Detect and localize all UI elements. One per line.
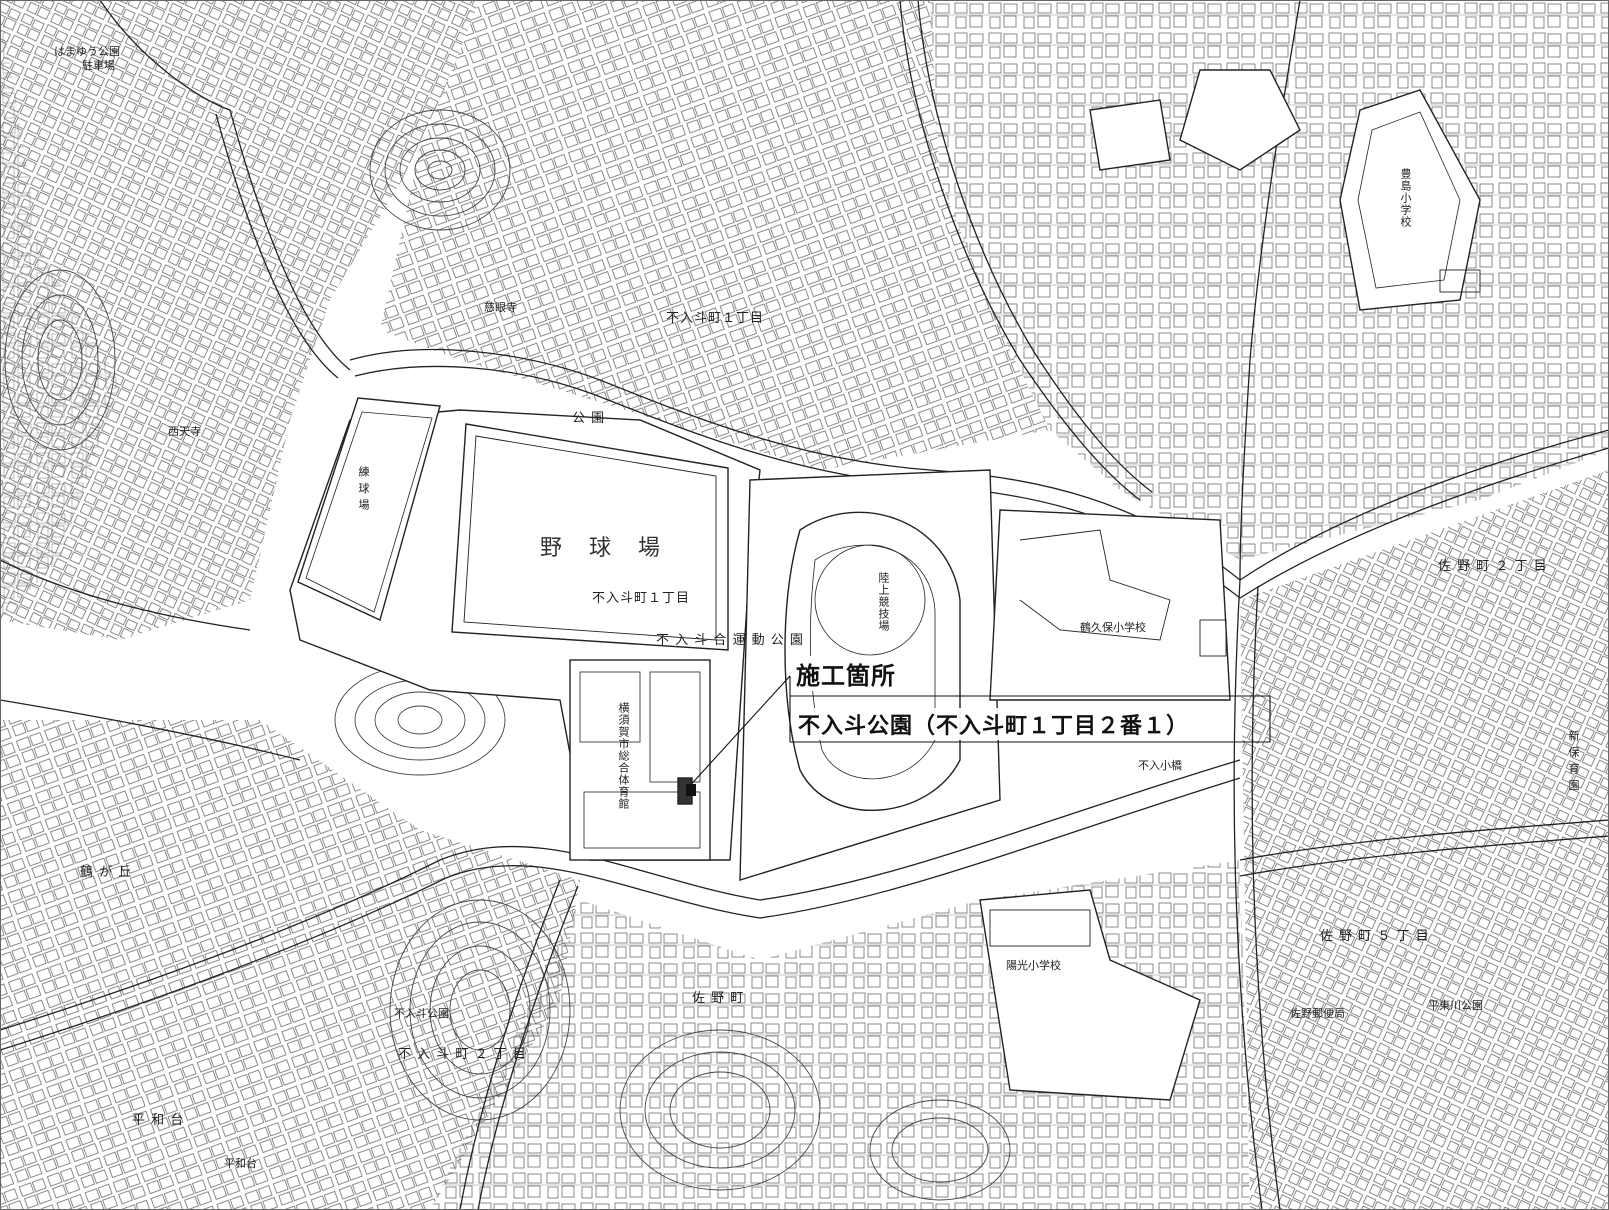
label-sano-cho: 佐 野 町 xyxy=(692,991,745,1006)
label-renkoji: 練 球 場 xyxy=(357,466,370,511)
label-kubo-sho: 鶴久保小学校 xyxy=(1080,621,1146,634)
label-koen: 公 園 xyxy=(572,411,606,426)
label-keikyuji: 慈眼寺 xyxy=(484,301,517,314)
label-seitenji: 西天寺 xyxy=(168,425,201,438)
label-fuiri-shoko: 不入小橋 xyxy=(1138,759,1182,772)
label-shinnosuke: 新 保 育 園 xyxy=(1567,730,1580,792)
label-fuiricho-1: 不入斗町１丁目 xyxy=(592,591,691,606)
label-parking: 駐車場 xyxy=(82,59,115,72)
label-hamayu-koen: はまゆう公園 xyxy=(54,45,120,58)
label-fuiricho-top: 不入斗町１丁目 xyxy=(666,311,765,326)
callout-address: 不入斗公園（不入斗町１丁目２番１） xyxy=(796,708,1192,740)
label-rikujo: 陸上競技場 xyxy=(877,572,890,632)
label-sogo-undo-koen: 不 入 斗 合 運 動 公 園 xyxy=(656,633,804,648)
callout-title: 施工箇所 xyxy=(794,656,898,691)
label-yoko-sho: 陽光小学校 xyxy=(1006,959,1061,972)
label-yakyujo: 野 球 場 xyxy=(540,536,670,561)
label-fuiricho-2: 不 入 斗 町 ２ 丁 目 xyxy=(398,1047,527,1062)
label-toyoshima-sho: 豊島小学校 xyxy=(1399,168,1412,228)
label-heiwadai: 平 和 台 xyxy=(132,1113,185,1128)
label-sano-post: 佐野郵便局 xyxy=(1290,1007,1345,1020)
label-taikukan: 横須賀市総合体育館 xyxy=(617,702,630,810)
label-higashi-koen: 平東川公園 xyxy=(1428,999,1483,1012)
label-sano-higashi: 佐 野 町 ２ 丁 目 xyxy=(1438,559,1548,574)
label-tsurugaoka: 鶴 が 丘 xyxy=(80,865,133,880)
label-heiwadai-2: 平和台 xyxy=(224,1157,257,1170)
label-sano-5: 佐 野 町 ５ 丁 目 xyxy=(1320,929,1430,944)
label-fuirito-koen: 不入斗公園 xyxy=(394,1007,449,1020)
